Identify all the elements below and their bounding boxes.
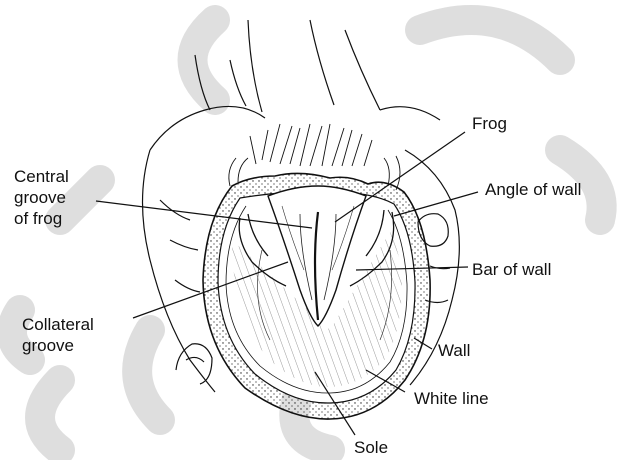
label-collateral-groove-line-2: groove	[22, 335, 94, 356]
label-central-groove-line-2: groove	[14, 187, 69, 208]
label-frog: Frog	[472, 113, 507, 134]
label-central-groove-line-1: Central	[14, 166, 69, 187]
label-bar-of-wall: Bar of wall	[472, 259, 551, 280]
label-collateral-groove-line-1: Collateral	[22, 314, 94, 335]
label-central-groove: Central groove of frog	[14, 166, 69, 229]
label-angle-of-wall: Angle of wall	[485, 179, 581, 200]
label-white-line: White line	[414, 388, 489, 409]
label-central-groove-line-3: of frog	[14, 208, 69, 229]
label-sole: Sole	[354, 437, 388, 458]
label-collateral-groove: Collateral groove	[22, 314, 94, 356]
label-wall: Wall	[438, 340, 470, 361]
